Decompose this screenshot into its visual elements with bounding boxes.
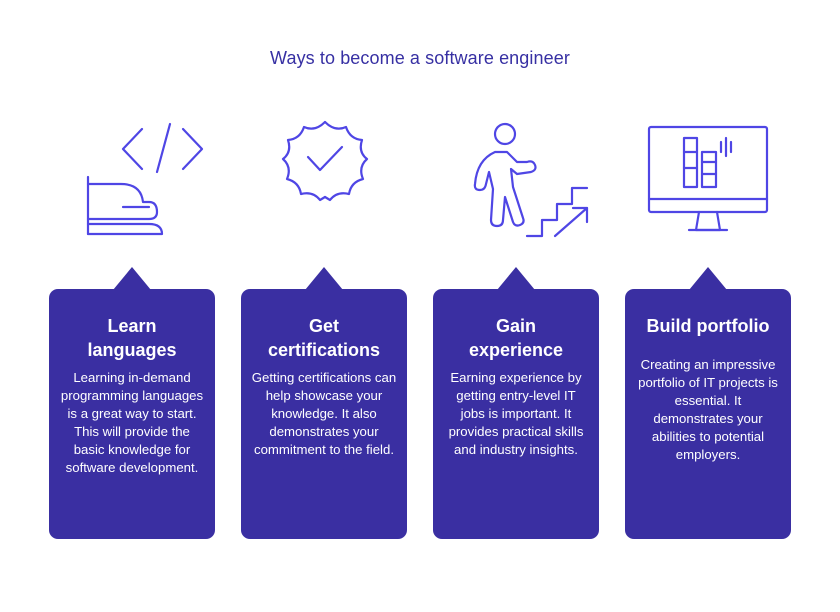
card-title: Learn languages — [59, 314, 205, 362]
card-build-portfolio: Build portfolio Creating an impressive p… — [625, 289, 791, 539]
card-title: Get certifications — [251, 314, 397, 362]
card-title-line2: languages — [87, 340, 177, 360]
step-get-certifications: Get certifications Getting certification… — [241, 0, 409, 612]
card-gain-experience: Gain experience Earning experience by ge… — [433, 289, 599, 539]
card-description: Earning experience by getting entry-leve… — [448, 370, 584, 457]
card-title: Build portfolio — [646, 316, 770, 336]
step-learn-languages: Learn languages Learning in-demand progr… — [49, 0, 217, 612]
step-build-portfolio: Build portfolio Creating an impressive p… — [625, 0, 793, 612]
card-pointer — [497, 267, 535, 290]
card-pointer — [305, 267, 343, 290]
card-title-line2: certifications — [267, 340, 381, 360]
monitor-portfolio-icon — [639, 112, 779, 247]
card-title-line1: Get — [308, 316, 339, 336]
card-title-line1: Learn — [107, 316, 157, 336]
card-learn-languages: Learn languages Learning in-demand progr… — [49, 289, 215, 539]
card-get-certifications: Get certifications Getting certification… — [241, 289, 407, 539]
card-title: Gain experience — [443, 314, 589, 362]
climbing-stairs-icon — [447, 112, 589, 247]
card-pointer — [113, 267, 151, 290]
card-title-line2: experience — [468, 340, 564, 360]
card-description: Getting certifications can help showcase… — [251, 370, 397, 457]
certificate-badge-icon — [255, 112, 395, 247]
code-hand-icon — [63, 112, 204, 247]
step-gain-experience: Gain experience Earning experience by ge… — [433, 0, 601, 612]
card-description: Creating an impressive portfolio of IT p… — [638, 357, 778, 462]
page-title: Ways to become a software engineer — [270, 48, 570, 68]
card-title-line1: Gain — [495, 316, 536, 336]
card-description: Learning in-demand programming languages… — [60, 370, 204, 475]
card-pointer — [689, 267, 727, 290]
